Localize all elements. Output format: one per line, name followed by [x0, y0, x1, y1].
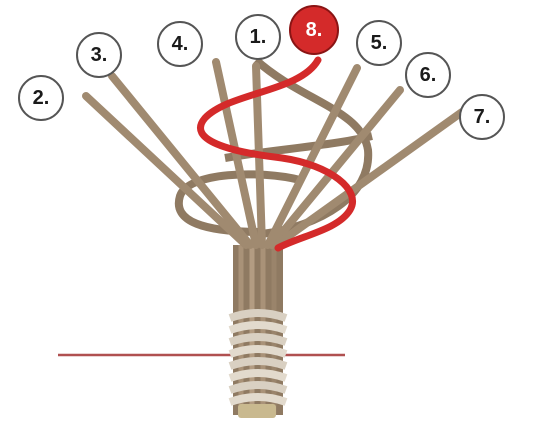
- label-text-6: 6.: [420, 64, 437, 86]
- label-text-5: 5.: [371, 32, 388, 54]
- label-text-3: 3.: [91, 44, 108, 66]
- label-3: 3.: [77, 33, 121, 77]
- label-5: 5.: [357, 21, 401, 65]
- strand-2: [86, 96, 246, 245]
- label-7: 7.: [460, 95, 504, 139]
- label-4: 4.: [158, 22, 202, 66]
- label-6: 6.: [406, 53, 450, 97]
- label-text-8: 8.: [306, 19, 323, 41]
- label-text-2: 2.: [33, 87, 50, 109]
- label-text-1: 1.: [250, 26, 267, 48]
- label-text-4: 4.: [172, 33, 189, 55]
- label-text-7: 7.: [474, 106, 491, 128]
- label-8: 8.: [290, 6, 338, 54]
- whipping-end: [238, 404, 276, 418]
- label-1: 1.: [236, 15, 280, 59]
- label-2: 2.: [19, 76, 63, 120]
